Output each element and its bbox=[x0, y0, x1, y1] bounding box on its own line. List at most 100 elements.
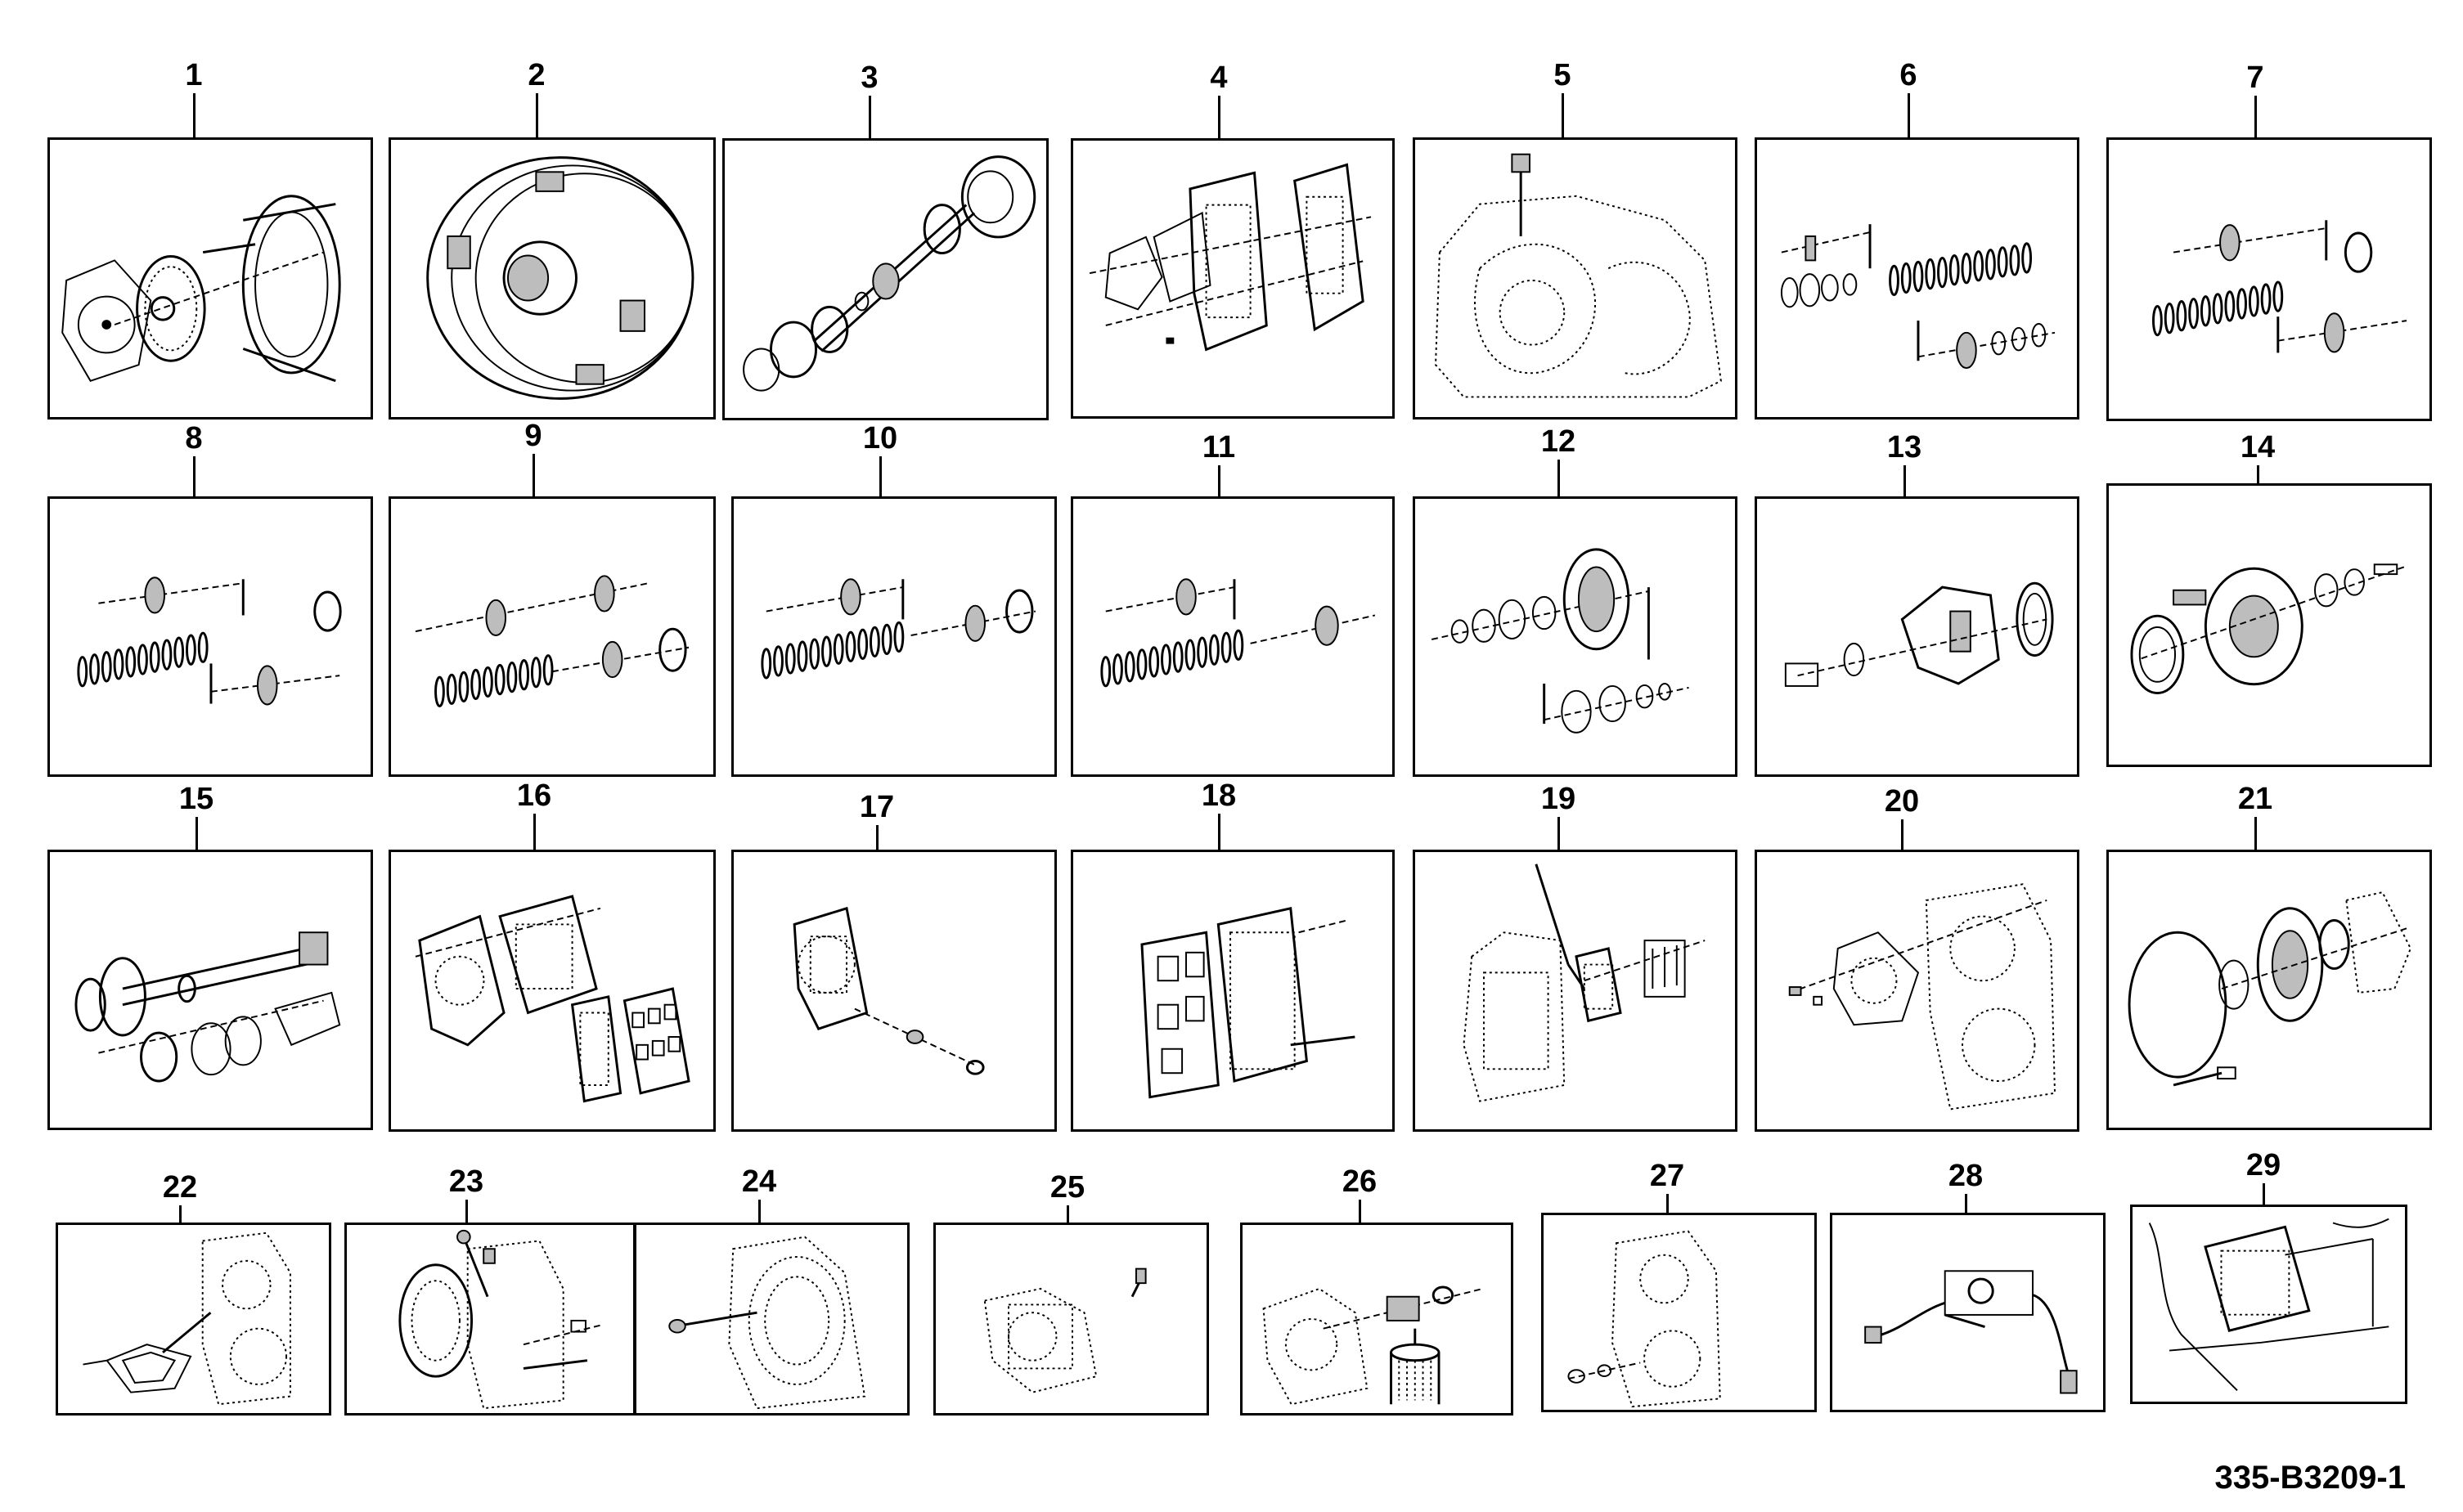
leader-line-3 bbox=[869, 96, 871, 140]
leader-line-21 bbox=[2254, 817, 2257, 851]
clutch-pack-icon bbox=[1780, 224, 2056, 370]
parts-panel-16[interactable] bbox=[389, 850, 716, 1132]
parts-panel-10[interactable] bbox=[731, 496, 1057, 777]
parts-panel-18[interactable] bbox=[1071, 850, 1395, 1132]
output-shaft-icon bbox=[74, 931, 341, 1083]
item-number-27: 27 bbox=[1649, 1159, 1685, 1193]
flywheel-flex-plate-icon bbox=[61, 195, 341, 383]
leader-line-19 bbox=[1557, 817, 1560, 851]
leader-line-8 bbox=[193, 456, 196, 498]
parts-panel-20[interactable] bbox=[1755, 850, 2079, 1132]
valve-plate-sensor-icon bbox=[793, 906, 985, 1075]
item-number-21: 21 bbox=[2237, 782, 2273, 816]
item-number-28: 28 bbox=[1948, 1159, 1984, 1193]
output-yoke-icon bbox=[1784, 581, 2054, 687]
item-number-10: 10 bbox=[862, 421, 898, 455]
leader-line-29 bbox=[2263, 1183, 2265, 1206]
item-number-7: 7 bbox=[2246, 61, 2264, 95]
item-number-15: 15 bbox=[178, 782, 214, 816]
parts-panel-5[interactable] bbox=[1413, 137, 1737, 420]
parts-panel-15[interactable] bbox=[47, 850, 373, 1130]
leader-line-26 bbox=[1359, 1200, 1361, 1224]
leader-line-23 bbox=[465, 1200, 468, 1224]
leader-line-15 bbox=[196, 817, 198, 851]
leader-line-9 bbox=[533, 454, 535, 498]
parts-panel-3[interactable] bbox=[722, 138, 1049, 420]
item-number-18: 18 bbox=[1201, 778, 1237, 813]
item-number-29: 29 bbox=[2245, 1148, 2281, 1182]
parts-panel-26[interactable] bbox=[1240, 1223, 1513, 1416]
pump-cover-icon bbox=[1788, 883, 2056, 1110]
oil-filter-icon bbox=[1262, 1285, 1483, 1406]
parts-panel-12[interactable] bbox=[1413, 496, 1737, 777]
parts-panel-28[interactable] bbox=[1830, 1213, 2106, 1412]
parts-panel-11[interactable] bbox=[1071, 496, 1395, 777]
oil-pump-icon bbox=[2128, 891, 2411, 1087]
item-number-25: 25 bbox=[1049, 1170, 1085, 1205]
drain-plug-icon bbox=[1567, 1230, 1721, 1408]
housing-cover-icon bbox=[668, 1236, 866, 1410]
leader-line-12 bbox=[1557, 460, 1560, 498]
parts-panel-7[interactable] bbox=[2106, 137, 2432, 421]
parts-panel-17[interactable] bbox=[731, 850, 1057, 1132]
clutch-pack-icon bbox=[77, 577, 342, 706]
item-number-3: 3 bbox=[861, 61, 879, 95]
parts-panel-22[interactable] bbox=[56, 1223, 331, 1416]
parts-panel-29[interactable] bbox=[2130, 1205, 2407, 1404]
wiring-harness-icon bbox=[1864, 1270, 2078, 1394]
item-number-24: 24 bbox=[741, 1164, 777, 1199]
item-number-19: 19 bbox=[1540, 782, 1576, 816]
leader-line-13 bbox=[1903, 465, 1906, 498]
parts-panel-2[interactable] bbox=[389, 137, 716, 420]
plug-housing-icon bbox=[983, 1267, 1147, 1393]
parts-panel-23[interactable] bbox=[344, 1223, 636, 1416]
cover-gasket-icon bbox=[83, 1232, 291, 1406]
parts-panel-6[interactable] bbox=[1755, 137, 2079, 420]
item-number-6: 6 bbox=[1899, 58, 1917, 92]
parts-panel-25[interactable] bbox=[933, 1223, 1209, 1416]
item-number-1: 1 bbox=[185, 58, 203, 92]
parts-panel-8[interactable] bbox=[47, 496, 373, 777]
item-number-11: 11 bbox=[1202, 430, 1236, 464]
parts-panel-19[interactable] bbox=[1413, 850, 1737, 1132]
parts-panel-4[interactable] bbox=[1071, 138, 1395, 419]
parts-panel-27[interactable] bbox=[1541, 1213, 1817, 1412]
control-valve-assembly-icon bbox=[415, 895, 690, 1103]
clutch-pack-icon bbox=[415, 575, 690, 707]
parts-panel-21[interactable] bbox=[2106, 850, 2432, 1130]
parts-panel-14[interactable] bbox=[2106, 483, 2432, 767]
housing-covers-icon bbox=[1089, 163, 1372, 352]
leader-line-6 bbox=[1908, 93, 1910, 139]
item-number-12: 12 bbox=[1540, 424, 1576, 459]
parts-panel-9[interactable] bbox=[389, 496, 716, 777]
leader-line-7 bbox=[2254, 96, 2257, 139]
leader-line-5 bbox=[1562, 93, 1564, 139]
leader-line-18 bbox=[1218, 814, 1220, 851]
parts-panel-13[interactable] bbox=[1755, 496, 2079, 777]
item-number-20: 20 bbox=[1884, 784, 1920, 819]
valve-block-gasket-icon bbox=[1140, 906, 1355, 1099]
parts-panel-1[interactable] bbox=[47, 137, 373, 420]
drawing-code: 335-B3209-1 bbox=[2214, 1460, 2407, 1496]
clutch-pack-icon bbox=[2152, 220, 2407, 353]
output-gear-icon bbox=[1431, 548, 1689, 734]
item-number-23: 23 bbox=[448, 1164, 484, 1199]
leader-line-16 bbox=[533, 814, 536, 851]
control-valve-mounting-icon bbox=[1463, 864, 1706, 1102]
leader-line-1 bbox=[193, 93, 196, 139]
item-number-8: 8 bbox=[185, 421, 203, 455]
leader-line-22 bbox=[179, 1205, 182, 1224]
item-number-9: 9 bbox=[524, 419, 542, 453]
leader-line-14 bbox=[2257, 465, 2259, 485]
control-unit-icon bbox=[2148, 1218, 2389, 1392]
item-number-5: 5 bbox=[1553, 58, 1571, 92]
leader-line-20 bbox=[1901, 819, 1903, 851]
leader-line-10 bbox=[879, 456, 882, 498]
item-number-16: 16 bbox=[516, 778, 552, 813]
leader-line-27 bbox=[1666, 1194, 1669, 1214]
leader-line-24 bbox=[758, 1200, 761, 1224]
item-number-14: 14 bbox=[2240, 430, 2276, 464]
item-number-13: 13 bbox=[1886, 430, 1922, 464]
item-number-22: 22 bbox=[162, 1170, 198, 1205]
parts-panel-24[interactable] bbox=[634, 1223, 910, 1416]
